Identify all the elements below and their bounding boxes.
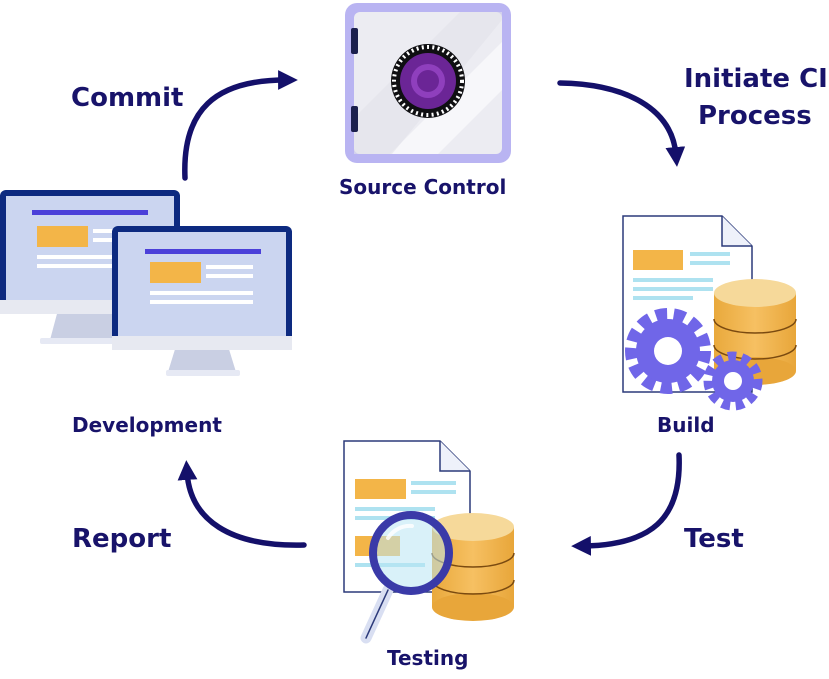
development-label: Development xyxy=(72,413,222,437)
build-label: Build xyxy=(657,413,715,437)
test-label: Test xyxy=(684,524,744,554)
magnifier-database-icon xyxy=(343,440,515,644)
monitors-icon xyxy=(0,190,292,376)
test-arrow xyxy=(571,452,682,556)
commit-arrow xyxy=(182,70,298,181)
report-arrow xyxy=(177,460,307,548)
initiate-ci-label-line2: Process xyxy=(698,101,812,131)
gears-database-icon xyxy=(622,215,797,411)
initiate-ci-label-line1: Initiate CI xyxy=(684,64,828,94)
source-control-label: Source Control xyxy=(339,175,507,199)
testing-label: Testing xyxy=(387,646,469,670)
safe-icon xyxy=(345,3,511,163)
initiate-ci-arrow xyxy=(557,80,686,167)
report-label: Report xyxy=(72,524,172,554)
commit-label: Commit xyxy=(71,83,184,113)
